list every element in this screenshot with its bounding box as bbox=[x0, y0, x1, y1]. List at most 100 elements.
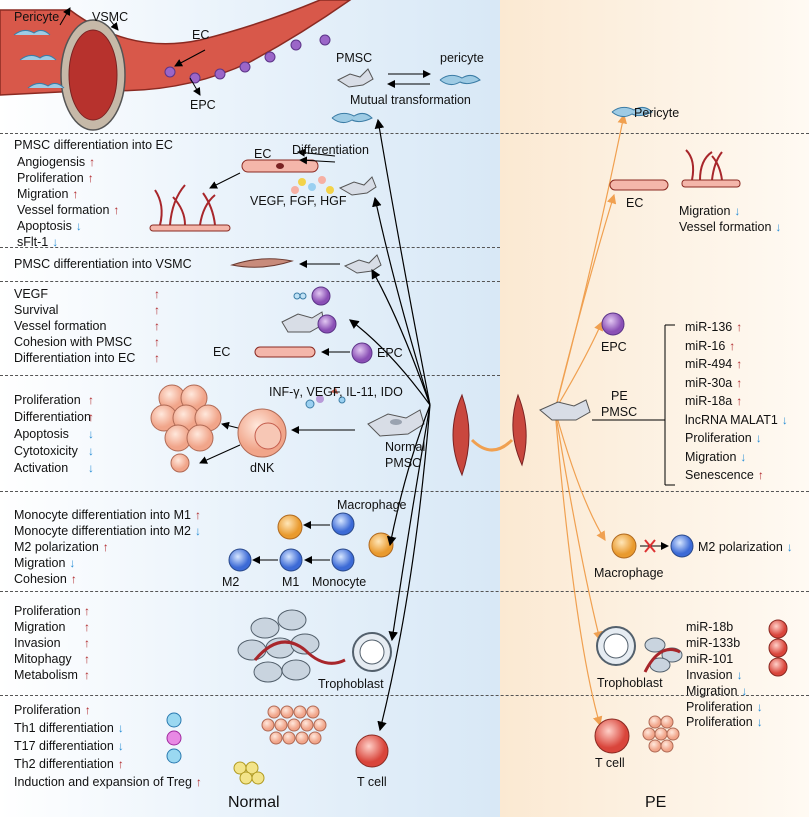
effect-label: Migration bbox=[14, 620, 66, 634]
effect-row: T17 differentiation↓ bbox=[14, 739, 124, 754]
up-arrow-icon: ↑ bbox=[84, 636, 90, 650]
dnk-factors-label: INF-γ, VEGF, IL-11, IDO bbox=[269, 385, 403, 399]
ec-cell-label: EC bbox=[254, 147, 272, 161]
section-divider bbox=[0, 247, 500, 248]
down-arrow-icon: ↓ bbox=[75, 219, 82, 233]
section-divider bbox=[0, 491, 809, 492]
effect-label: Proliferation bbox=[14, 604, 81, 618]
pe-pmsc-label-1: PE bbox=[611, 389, 628, 403]
down-arrow-icon: ↓ bbox=[741, 684, 748, 698]
up-arrow-icon: ↑ bbox=[84, 668, 90, 682]
effect-label: T17 differentiation bbox=[14, 739, 114, 753]
effect-label: Monocyte differentiation into M2 bbox=[14, 524, 191, 538]
effect-row: Cohesion with PMSC ↑ bbox=[14, 335, 160, 350]
pe-t-cell-label: T cell bbox=[595, 756, 625, 770]
up-arrow-icon: ↑ bbox=[84, 620, 90, 634]
normal-footer: Normal bbox=[228, 794, 280, 811]
effect-label: Mitophagy bbox=[14, 652, 72, 666]
m1-label: M1 bbox=[282, 575, 300, 589]
effect-label: miR-136 bbox=[685, 320, 733, 334]
effect-row: Cohesion↑ bbox=[14, 572, 77, 587]
up-arrow-icon: ↑ bbox=[736, 394, 743, 408]
effect-row: miR-16↑ bbox=[685, 339, 735, 354]
up-arrow-icon: ↑ bbox=[87, 171, 94, 185]
mirna-label: miR-101 bbox=[686, 652, 734, 666]
effect-row: Proliferation ↑ bbox=[14, 393, 94, 408]
effect-label: Proliferation bbox=[14, 393, 81, 407]
pe-pmsc-label-2: PMSC bbox=[601, 405, 638, 419]
effect-row: Proliferation↑ bbox=[14, 604, 90, 619]
effect-row: Angiogensis↑ bbox=[17, 155, 95, 170]
normal-pmsc-label-1: Normal bbox=[385, 440, 426, 454]
effect-row: Mitophagy↑ bbox=[14, 652, 90, 667]
effect-row: Vessel formation↓ bbox=[679, 220, 781, 235]
effect-label: Apoptosis bbox=[14, 427, 69, 441]
effect-row: miR-494↑ bbox=[685, 357, 742, 372]
effect-label: Vessel formation bbox=[14, 319, 107, 333]
effect-label: Proliferation bbox=[686, 715, 753, 729]
effect-row: Migration ↑ bbox=[14, 620, 90, 635]
down-arrow-icon: ↓ bbox=[194, 524, 201, 538]
effect-label: Migration bbox=[686, 684, 738, 698]
vsmc-label: VSMC bbox=[92, 10, 129, 24]
effect-row: Monocyte differentiation into M1↑ bbox=[14, 508, 201, 523]
effect-label: Cohesion with PMSC bbox=[14, 335, 133, 349]
section-divider bbox=[0, 695, 809, 696]
effect-row: Proliferation↑ bbox=[17, 171, 94, 186]
dnk-label: dNK bbox=[250, 461, 275, 475]
effect-row: Vessel formation ↑ bbox=[14, 319, 160, 334]
effect-label: Migration bbox=[685, 449, 737, 464]
epc-cell-label: EPC bbox=[377, 346, 403, 360]
macrophage-label: Macrophage bbox=[337, 498, 407, 512]
down-arrow-icon: ↓ bbox=[88, 444, 94, 458]
effect-label: Activation bbox=[14, 461, 69, 475]
up-arrow-icon: ↑ bbox=[113, 203, 120, 217]
effect-label: miR-494 bbox=[685, 357, 733, 371]
placenta-illustration bbox=[452, 393, 527, 477]
pe-epc-label: EPC bbox=[601, 340, 627, 354]
effect-label: Angiogensis bbox=[17, 155, 86, 169]
effect-row: Apoptosis↓ bbox=[17, 219, 82, 234]
effect-row: Differentiation into EC↑ bbox=[14, 351, 160, 366]
effect-row: Migration↓ bbox=[679, 204, 740, 219]
effect-row: Apoptosis↓ bbox=[14, 427, 94, 442]
blood-vessel-illustration bbox=[0, 0, 352, 131]
down-arrow-icon: ↓ bbox=[756, 700, 763, 714]
up-arrow-icon: ↑ bbox=[154, 335, 160, 349]
up-arrow-icon: ↑ bbox=[88, 393, 94, 407]
pe-macrophage-label: Macrophage bbox=[594, 566, 664, 580]
effect-label: Differentiation into EC bbox=[14, 351, 136, 365]
up-arrow-icon: ↑ bbox=[757, 468, 764, 482]
mirna-label: miR-18b bbox=[686, 620, 734, 634]
effect-label: Th1 differentiation bbox=[14, 721, 114, 735]
down-arrow-icon: ↓ bbox=[736, 668, 743, 682]
effect-row: Survival↑ bbox=[14, 303, 160, 318]
vsmc-section-title: PMSC differentiation into VSMC bbox=[14, 257, 192, 271]
up-arrow-icon: ↑ bbox=[84, 703, 91, 717]
effect-label: Proliferation bbox=[14, 703, 81, 717]
t-cell-proliferation-cluster bbox=[261, 705, 327, 745]
section-divider bbox=[0, 281, 500, 282]
effect-label: Invasion bbox=[14, 636, 61, 650]
effect-label: Differentiation bbox=[14, 410, 91, 424]
up-arrow-icon: ↑ bbox=[736, 375, 743, 390]
effect-label: Apoptosis bbox=[17, 219, 72, 233]
down-arrow-icon: ↓ bbox=[781, 412, 788, 427]
effect-label: Proliferation bbox=[17, 171, 84, 185]
ec-label: EC bbox=[192, 28, 210, 42]
effect-label: Proliferation bbox=[686, 700, 753, 714]
effect-label: Vessel formation bbox=[17, 203, 110, 217]
up-arrow-icon: ↑ bbox=[736, 357, 743, 371]
pericyte-label: Pericyte bbox=[14, 10, 60, 24]
normal-panel-background bbox=[0, 0, 500, 817]
up-arrow-icon: ↑ bbox=[736, 320, 743, 334]
differentiation-label: Differentiation bbox=[292, 143, 369, 157]
effect-label: Th2 differentiation bbox=[14, 757, 114, 771]
effect-row: Invasion↓ bbox=[686, 668, 743, 683]
effect-label: Cytotoxicity bbox=[14, 444, 78, 458]
section-divider bbox=[0, 375, 500, 376]
up-arrow-icon: ↑ bbox=[154, 319, 160, 333]
effect-label: Migration bbox=[14, 556, 66, 570]
effect-row: Cytotoxicity ↓ bbox=[14, 444, 94, 459]
up-arrow-icon: ↑ bbox=[194, 508, 201, 522]
